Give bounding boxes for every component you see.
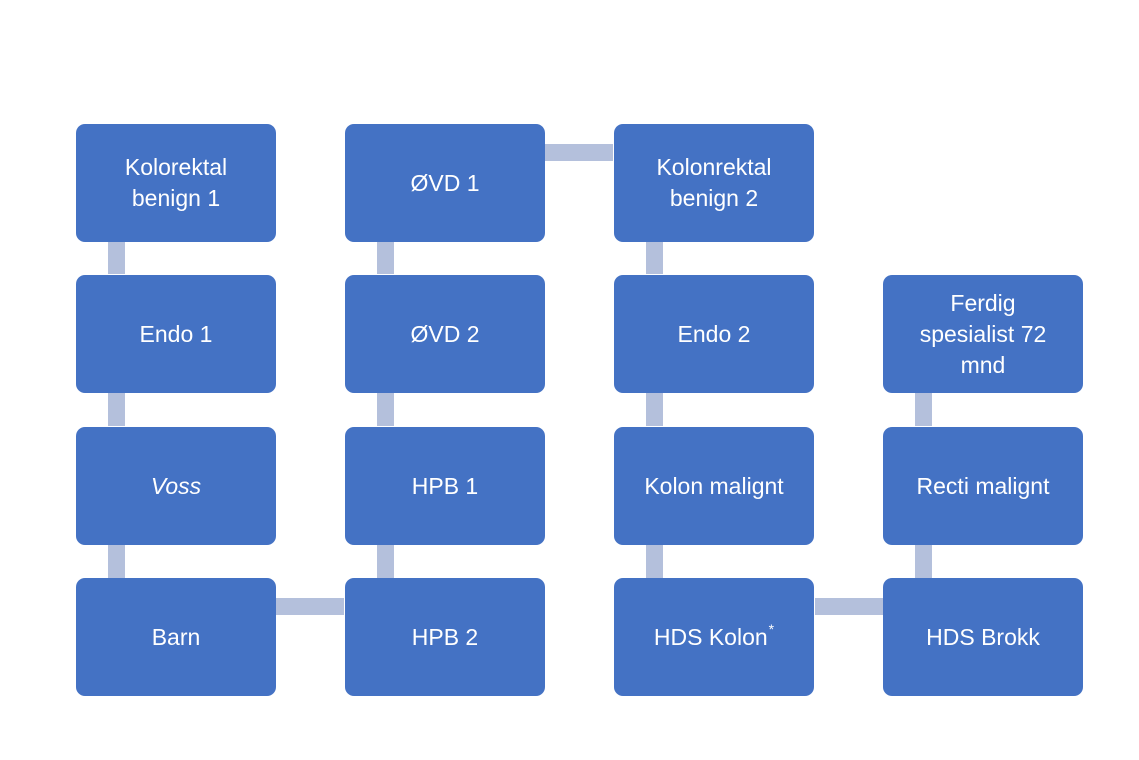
node-label: Kolon malignt bbox=[644, 472, 784, 499]
connector-voss-barn bbox=[108, 545, 125, 578]
connector-barn-hpb-2 bbox=[276, 598, 344, 615]
node-label: ØVD 1 bbox=[410, 169, 480, 196]
connector-ovd-1-ovd-2 bbox=[377, 242, 394, 274]
connector-endo-1-voss bbox=[108, 393, 125, 426]
node-hds-kolon[interactable]: HDS Kolon* bbox=[614, 578, 814, 696]
connector-hds-kolon-hds-brokk bbox=[815, 598, 883, 615]
connector-ovd-2-hpb-1 bbox=[377, 393, 394, 426]
node-barn[interactable]: Barn bbox=[76, 578, 276, 696]
node-label: Recti malignt bbox=[916, 472, 1050, 499]
connector-ferdig-spesialist-recti-malignt bbox=[915, 393, 932, 426]
connector-ovd-1-kolonrektal-benign-2 bbox=[545, 144, 613, 161]
node-label: Kolorektal benign 1 bbox=[124, 154, 228, 211]
node-endo-1[interactable]: Endo 1 bbox=[76, 275, 276, 393]
connector-hpb-1-hpb-2 bbox=[377, 545, 394, 578]
node-label: HDS Kolon* bbox=[654, 622, 774, 653]
connector-kolorektal-benign-1-endo-1 bbox=[108, 242, 125, 274]
node-label: Barn bbox=[151, 623, 201, 650]
connector-kolonrektal-benign-2-endo-2 bbox=[646, 242, 663, 274]
node-label: Endo 2 bbox=[677, 320, 751, 347]
connector-kolon-malignt-hds-kolon bbox=[646, 545, 663, 578]
node-label: Kolonrektal benign 2 bbox=[656, 154, 772, 211]
node-ferdig-spesialist[interactable]: Ferdig spesialist 72 mnd bbox=[883, 275, 1083, 393]
node-label: HPB 1 bbox=[411, 472, 479, 499]
node-ovd-1[interactable]: ØVD 1 bbox=[345, 124, 545, 242]
node-kolonrektal-benign-2[interactable]: Kolonrektal benign 2 bbox=[614, 124, 814, 242]
node-label: HDS Brokk bbox=[926, 623, 1040, 650]
node-endo-2[interactable]: Endo 2 bbox=[614, 275, 814, 393]
node-label: Voss bbox=[150, 472, 202, 499]
node-label: Ferdig spesialist 72 mnd bbox=[919, 289, 1047, 378]
connector-endo-2-kolon-malignt bbox=[646, 393, 663, 426]
node-ovd-2[interactable]: ØVD 2 bbox=[345, 275, 545, 393]
node-hpb-2[interactable]: HPB 2 bbox=[345, 578, 545, 696]
node-kolon-malignt[interactable]: Kolon malignt bbox=[614, 427, 814, 545]
node-label-text: HDS Kolon bbox=[653, 623, 768, 650]
node-label: HPB 2 bbox=[411, 623, 479, 650]
node-hds-brokk[interactable]: HDS Brokk bbox=[883, 578, 1083, 696]
connector-recti-malignt-hds-brokk bbox=[915, 545, 932, 578]
node-voss[interactable]: Voss bbox=[76, 427, 276, 545]
node-kolorektal-benign-1[interactable]: Kolorektal benign 1 bbox=[76, 124, 276, 242]
node-recti-malignt[interactable]: Recti malignt bbox=[883, 427, 1083, 545]
node-label: ØVD 2 bbox=[410, 320, 480, 347]
node-label-superscript: * bbox=[768, 620, 775, 637]
node-hpb-1[interactable]: HPB 1 bbox=[345, 427, 545, 545]
node-label: Endo 1 bbox=[139, 320, 213, 347]
